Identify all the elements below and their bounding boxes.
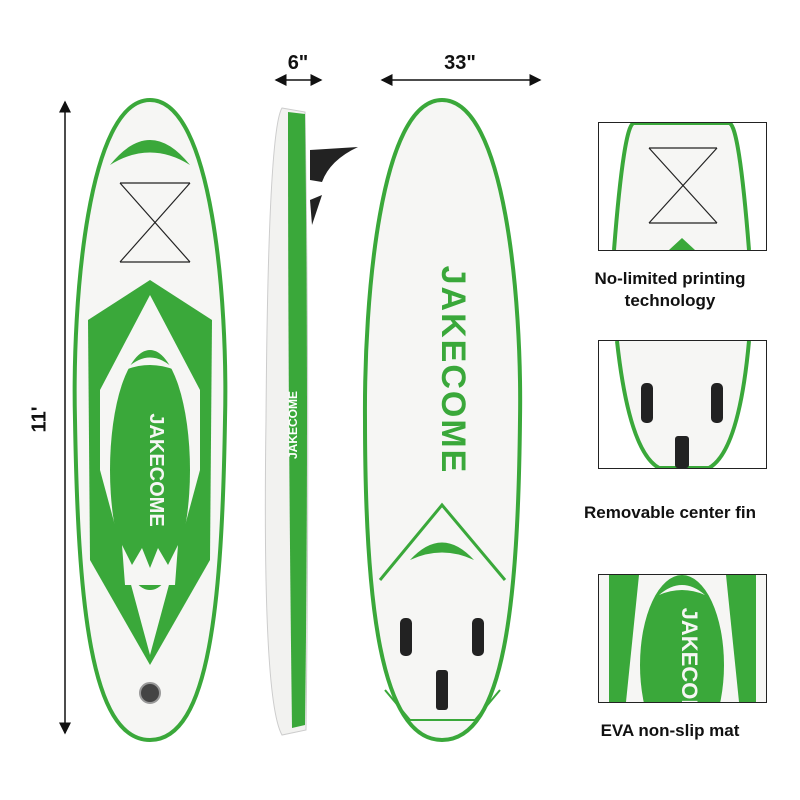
thickness-label: 6" (287, 52, 309, 74)
printing-caption-line2: technology (624, 291, 716, 310)
printing-detail-inset (598, 122, 767, 251)
svg-text:JAKECOME: JAKECOME (677, 608, 702, 702)
mat-caption: EVA non-slip mat (600, 721, 740, 740)
mat-detail-inset: JAKECOME (598, 574, 767, 703)
printing-caption: No-limited printing technology (560, 268, 780, 312)
svg-text:JAKECOME: JAKECOME (434, 266, 472, 475)
printing-caption-line1: No-limited printing (594, 269, 746, 288)
board-side-view: JAKECOME (264, 107, 358, 736)
width-label: 33" (444, 52, 476, 74)
board-top-view: JAKECOME (72, 97, 228, 743)
svg-text:JAKECOME: JAKECOME (286, 391, 300, 459)
board-bottom-view: JAKECOME (362, 97, 523, 743)
fin-detail-inset (598, 340, 767, 469)
svg-text:JAKECOME: JAKECOME (145, 413, 167, 526)
fin-caption: Removable center fin (584, 503, 756, 522)
length-label: 11' (28, 406, 51, 433)
